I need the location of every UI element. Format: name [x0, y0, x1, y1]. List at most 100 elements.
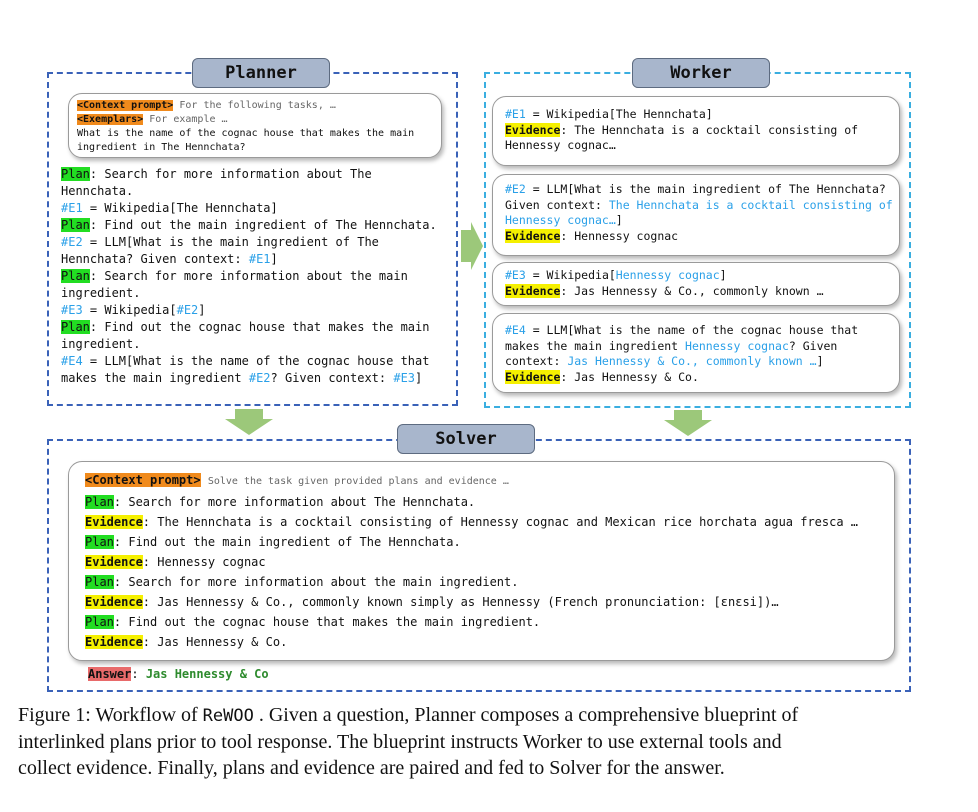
evidence-ref: #E4	[505, 323, 526, 337]
context-prompt-text: For the following tasks, …	[179, 100, 336, 111]
worker-call-line: #E3 = Wikipedia[Hennessy cognac]	[505, 268, 887, 284]
solver-row: Evidence: The Hennchata is a cocktail co…	[85, 512, 878, 532]
solver-row-text: : Jas Hennessy & Co.	[142, 635, 288, 649]
context-ref: Hennessy cognac	[615, 268, 720, 282]
question-line-1: What is the name of the cognac house tha…	[77, 128, 415, 139]
evidence-ref: #E4	[61, 354, 83, 368]
plan-line: Plan: Search for more information about …	[61, 166, 453, 183]
caption-line-3: collect evidence. Finally, plans and evi…	[18, 757, 725, 779]
context-ref: Hennessy cognac	[685, 338, 789, 353]
evidence-ref: #E2	[61, 235, 83, 249]
solver-row-text: : Hennessy cognac	[142, 555, 266, 569]
worker-bubble-e2: #E2 = LLM[What is the main ingredient of…	[492, 174, 900, 256]
solver-row: Plan: Find out the cognac house that mak…	[85, 612, 878, 632]
evidence-ref: #E3	[505, 268, 526, 282]
worker-call-text: context:	[505, 354, 568, 368]
caption-line-2: interlinked plans prior to tool response…	[18, 731, 782, 753]
evidence-ref: #E2	[248, 371, 271, 385]
planner-to-worker-arrow	[461, 222, 483, 270]
worker-evidence-line: Evidence: Hennessy cognac	[505, 228, 887, 245]
plan-line: Hennchata? Given context: #E1]	[61, 251, 453, 268]
evidence-tag: Evidence	[505, 283, 561, 298]
worker-call-text: Given context:	[505, 197, 609, 212]
solver-row: Plan: Search for more information about …	[85, 572, 878, 592]
plan-line: Plan: Find out the cognac house that mak…	[61, 319, 453, 336]
worker-call-line: Given context: The Hennchata is a cockta…	[505, 197, 893, 214]
plan-line-text: Hennchata? Given context:	[61, 252, 249, 266]
plan-line-text: : Find out the cognac house that makes t…	[89, 320, 430, 334]
evidence-ref: #E1	[248, 252, 271, 266]
plan-tag: Plan	[85, 495, 114, 509]
caption-system-name: ReWOO	[202, 706, 254, 726]
plan-tag: Plan	[85, 535, 114, 549]
worker-call-text: makes the main ingredient	[505, 338, 686, 353]
planner-exemplars-line: <Exemplars> For example …	[77, 113, 433, 127]
evidence-tag: Evidence	[85, 555, 143, 569]
context-prompt-tag: <Context prompt>	[85, 473, 201, 487]
worker-call-line: #E1 = Wikipedia[The Hennchata]	[505, 107, 887, 123]
plan-line-text: = Wikipedia[	[82, 303, 177, 317]
answer-value: Jas Hennessy & Co	[145, 667, 269, 681]
worker-call-text: ]	[615, 213, 623, 227]
plan-tag: Plan	[61, 167, 90, 181]
worker-bubble-e3: #E3 = Wikipedia[Hennessy cognac] Evidenc…	[492, 262, 900, 306]
plan-line-text: : Search for more information about The	[89, 167, 372, 181]
figure-caption: Figure 1: Workflow of ReWOO . Given a qu…	[18, 702, 963, 781]
worker-call-line: #E4 = LLM[What is the name of the cognac…	[505, 323, 887, 339]
evidence-ref: #E3	[61, 303, 83, 317]
evidence-tag: Evidence	[505, 228, 561, 243]
plan-line: ingredient.	[61, 286, 141, 300]
plan-line-text: : Find out the main ingredient of The He…	[89, 218, 437, 232]
answer-separator: :	[131, 667, 146, 681]
context-ref: Jas Hennessy & Co., commonly known …	[567, 354, 817, 368]
solver-row-text: : The Hennchata is a cocktail consisting…	[142, 515, 859, 529]
question-line-2: ingredient in The Hennchata?	[77, 142, 246, 153]
evidence-tag: Evidence	[85, 635, 143, 649]
solver-row-text: : Find out the cognac house that makes t…	[113, 615, 541, 629]
evidence-ref: #E1	[61, 201, 83, 215]
worker-to-solver-arrow	[664, 410, 712, 436]
evidence-tag: Evidence	[505, 122, 561, 137]
worker-call-text: ? Given	[788, 338, 838, 353]
worker-call-line: makes the main ingredient Hennessy cogna…	[505, 339, 887, 355]
worker-call-line: context: Jas Hennessy & Co., commonly kn…	[505, 354, 887, 370]
solver-row: Evidence: Jas Hennessy & Co.	[85, 632, 878, 652]
plan-line-text: ]	[198, 303, 206, 317]
evidence-text: : The Hennchata is a cocktail consisting…	[560, 122, 859, 137]
plan-line: #E2 = LLM[What is the main ingredient of…	[61, 234, 453, 251]
worker-evidence-line: Evidence: Jas Hennessy & Co.	[505, 369, 887, 386]
worker-call-text: ]	[816, 354, 824, 368]
solver-row: Plan: Search for more information about …	[85, 492, 878, 512]
solver-row-text: : Search for more information about the …	[113, 575, 519, 589]
caption-line-1: Figure 1: Workflow of ReWOO . Given a qu…	[18, 702, 963, 729]
plan-line-text: = LLM[What is the main ingredient of The	[82, 235, 379, 249]
planner-label: Planner	[192, 58, 330, 88]
solver-row-text: : Jas Hennessy & Co., commonly known sim…	[142, 595, 779, 609]
exemplars-text: For example …	[149, 114, 228, 125]
plan-line: Plan: Find out the main ingredient of Th…	[61, 217, 453, 234]
worker-bubble-e1: #E1 = Wikipedia[The Hennchata] Evidence:…	[492, 96, 900, 166]
worker-call-line: Hennessy cognac…]	[505, 213, 887, 229]
worker-call-text: = LLM[What is the main ingredient of The…	[525, 182, 886, 196]
worker-call-text: ]	[719, 268, 727, 282]
evidence-text: : Jas Hennessy & Co., commonly known …	[560, 283, 824, 298]
evidence-tag: Evidence	[505, 369, 561, 384]
plan-line-text: = LLM[What is the name of the cognac hou…	[82, 354, 430, 368]
worker-evidence-line: Evidence: The Hennchata is a cocktail co…	[505, 122, 887, 139]
plan-line-text: ]	[270, 252, 278, 266]
plan-line-text: makes the main ingredient	[61, 371, 249, 385]
worker-call-text: = Wikipedia[	[525, 268, 616, 282]
plan-line-text: = Wikipedia[The Hennchata]	[82, 201, 278, 215]
planner-context-line: <Context prompt> For the following tasks…	[77, 99, 433, 113]
plan-line-text: ]	[415, 371, 423, 385]
plan-tag: Plan	[61, 320, 90, 334]
plan-line-text: ? Given context:	[270, 371, 394, 385]
plan-tag: Plan	[85, 575, 114, 589]
solver-row: Evidence: Jas Hennessy & Co., commonly k…	[85, 592, 878, 612]
plan-line: #E1 = Wikipedia[The Hennchata]	[61, 200, 453, 217]
evidence-tag: Evidence	[85, 515, 143, 529]
solver-context-line: <Context prompt> Solve the task given pr…	[85, 470, 878, 492]
solver-row: Plan: Find out the main ingredient of Th…	[85, 532, 878, 552]
worker-evidence-line: Evidence: Jas Hennessy & Co., commonly k…	[505, 283, 887, 300]
context-prompt-tag: <Context prompt>	[77, 100, 174, 111]
